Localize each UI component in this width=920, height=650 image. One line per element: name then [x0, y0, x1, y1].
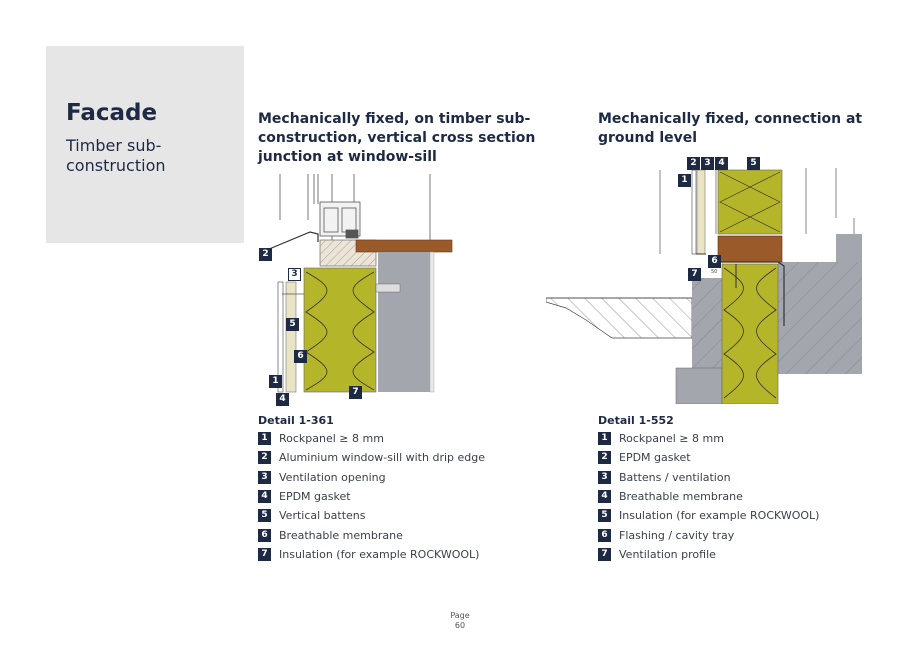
callout-6: 6: [708, 255, 721, 268]
callout-5: 5: [747, 157, 760, 170]
window-frame: [279, 174, 431, 246]
ground-soil: [545, 297, 693, 339]
concrete-wall: [378, 252, 430, 392]
left-detail-title: Detail 1-361: [258, 414, 334, 427]
right-detail-title: Detail 1-552: [598, 414, 674, 427]
section-subtitle: Timber sub-construction: [66, 136, 166, 175]
callout-4: 4: [276, 393, 289, 406]
ground-level-section-svg: [545, 168, 862, 405]
timber-beam: [717, 235, 783, 263]
rockpanel: [691, 169, 697, 255]
section-title: Facade: [66, 100, 158, 126]
insulation-lower: [721, 263, 779, 405]
callout-3: 3: [288, 268, 301, 281]
left-heading: Mechanically fixed, on timber sub-constr…: [258, 111, 536, 165]
insulation-upper: [717, 169, 783, 235]
sidebar-panel: Facade Timber sub-construction: [46, 46, 244, 243]
callout-2: 2: [687, 157, 700, 170]
callout-1: 1: [269, 375, 282, 388]
interior-sill: [355, 239, 453, 253]
detail-1-552-drawing: 2 3 4 5 1 6 7 50: [545, 157, 866, 405]
callout-4: 4: [715, 157, 728, 170]
callout-3: 3: [701, 157, 714, 170]
callout-6: 6: [294, 350, 307, 363]
callout-7: 7: [349, 386, 362, 399]
callout-1: 1: [678, 174, 691, 187]
callout-5: 5: [286, 318, 299, 331]
window-sill-section-svg: [261, 174, 453, 393]
rockpanel: [277, 281, 284, 393]
detail-1-361-drawing: 2 3 5 6 1 4 7: [258, 172, 458, 406]
batten: [696, 169, 706, 255]
right-heading: Mechanically fixed, connection at ground…: [598, 111, 863, 146]
callout-2: 2: [259, 248, 272, 261]
page-number: Page 60: [450, 611, 470, 630]
callout-7: 7: [688, 268, 701, 281]
aluminium-sill: [261, 231, 319, 253]
dimension-note: 50: [711, 269, 718, 275]
vertical-batten: [285, 281, 297, 393]
insulation: [303, 267, 377, 393]
